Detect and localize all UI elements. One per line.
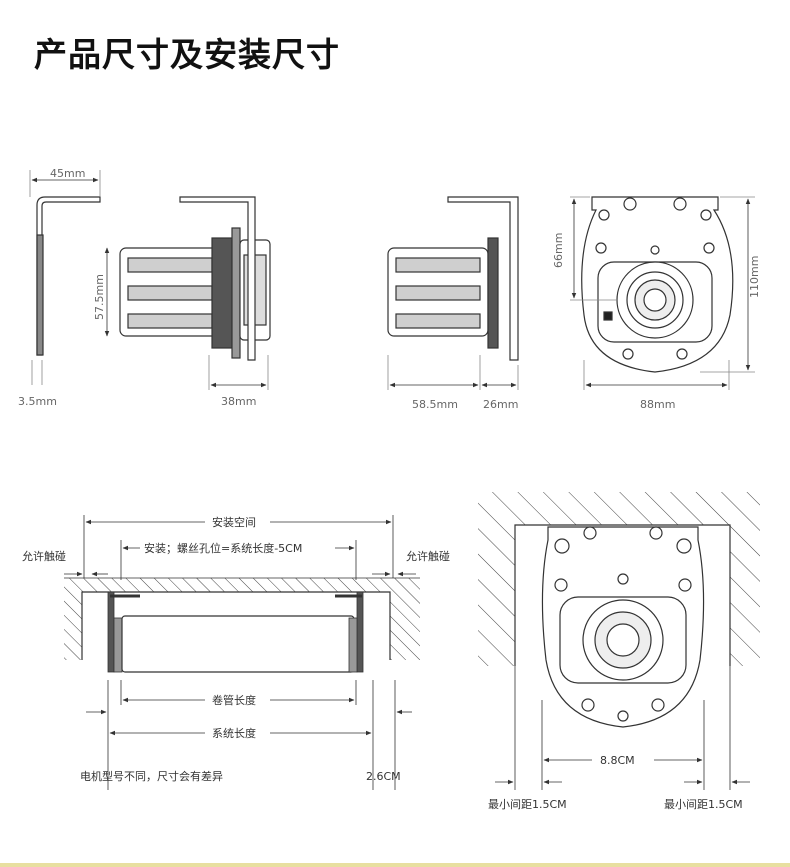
dim-58-5mm: 58.5mm xyxy=(412,398,458,411)
page-title: 产品尺寸及安装尺寸 xyxy=(34,35,340,74)
dim-38mm: 38mm xyxy=(221,395,256,408)
motor-head-side-view xyxy=(387,196,519,390)
side-install-diagram xyxy=(478,492,760,790)
dim-66mm: 66mm xyxy=(552,233,565,268)
label-install-space: 安装空间 xyxy=(212,515,256,529)
motor-head-front-view xyxy=(104,196,271,390)
bracket-side-view xyxy=(29,170,101,385)
dim-88mm: 88mm xyxy=(640,398,675,411)
label-system-length: 系统长度 xyxy=(212,726,256,740)
label-screw-hole: 安装；螺丝孔位=系统长度-5CM xyxy=(144,541,302,555)
dim-57-5mm: 57.5mm xyxy=(93,274,106,320)
label-min-gap-left: 最小间距1.5CM xyxy=(488,798,567,811)
label-model-note: 电机型号不同，尺寸会有差异 xyxy=(80,769,223,783)
label-min-gap-right: 最小间距1.5CM xyxy=(664,798,743,811)
motor-head-end-view xyxy=(570,196,755,390)
label-allow-touch-right: 允许触碰 xyxy=(406,549,450,563)
bottom-accent-bar xyxy=(0,863,790,867)
label-allow-touch-left: 允许触碰 xyxy=(22,549,66,563)
installation-diagram xyxy=(64,514,420,790)
dim-3-5mm: 3.5mm xyxy=(18,395,57,408)
label-8-8cm: 8.8CM xyxy=(600,754,635,767)
dim-110mm: 110mm xyxy=(748,256,761,298)
label-2-6cm: 2.6CM xyxy=(366,770,401,783)
dim-26mm: 26mm xyxy=(483,398,518,411)
label-tube-length: 卷管长度 xyxy=(212,693,256,707)
dim-45mm: 45mm xyxy=(50,167,85,180)
